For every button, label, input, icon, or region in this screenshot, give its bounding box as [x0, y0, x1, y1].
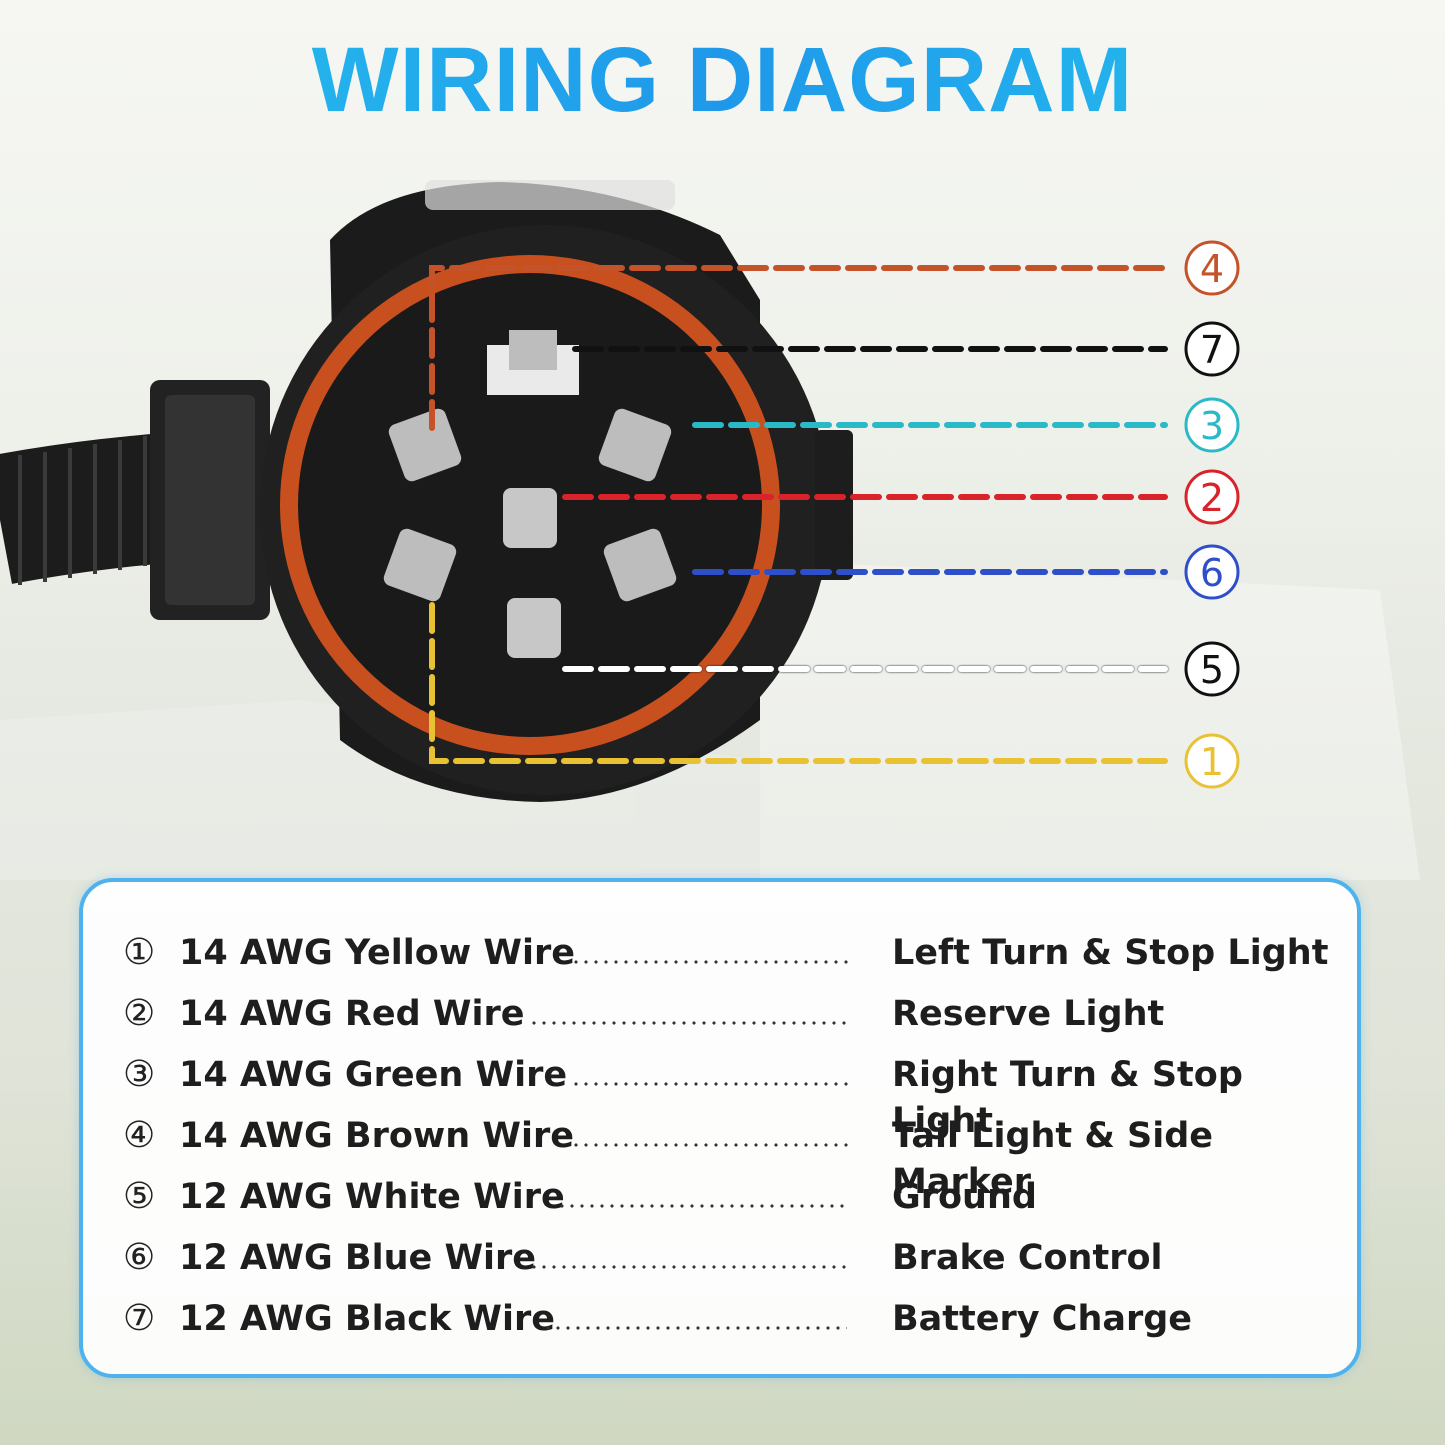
wire-spec: 14 AWG Brown Wire — [179, 1116, 574, 1156]
wire-spec: 14 AWG Green Wire — [179, 1055, 568, 1095]
pin-callout-label-1: 1 — [1200, 740, 1224, 784]
legend-row: ⑥ 12 AWG Blue Wire Brake Control — [123, 1235, 1343, 1281]
pin-callout-label-6: 6 — [1200, 551, 1224, 595]
pin-callout-label-5: 5 — [1200, 648, 1224, 692]
legend-number: ⑥ — [123, 1237, 156, 1278]
pin-callout-circle-6 — [1184, 544, 1240, 600]
legend-number: ⑤ — [123, 1176, 156, 1217]
legend-row: ⑦ 12 AWG Black Wire Battery Charge — [123, 1296, 1343, 1342]
wire-function: Right Turn & Stop Light — [892, 1055, 1243, 1141]
wire-legend-panel: ① 14 AWG Yellow Wire Left Turn & Stop Li… — [79, 878, 1361, 1378]
legend-number: ② — [123, 993, 156, 1034]
wire-function: Reserve Light — [892, 994, 1165, 1034]
wire-function: Tail Light & Side Marker — [892, 1116, 1214, 1202]
wire-spec: 14 AWG Red Wire — [179, 994, 525, 1034]
dotted-leader — [571, 1143, 851, 1147]
wire-function: Battery Charge — [892, 1299, 1193, 1339]
legend-number: ① — [123, 932, 156, 973]
dotted-leader — [529, 1021, 851, 1025]
legend-number: ⑦ — [123, 1298, 156, 1339]
page-title: WIRING DIAGRAM — [0, 28, 1445, 133]
wire-function: Left Turn & Stop Light — [892, 933, 1329, 973]
wire-spec: 12 AWG White Wire — [179, 1177, 565, 1217]
legend-number: ③ — [123, 1054, 156, 1095]
legend-row: ① 14 AWG Yellow Wire Left Turn & Stop Li… — [123, 930, 1343, 976]
leader-line-1 — [429, 602, 1168, 764]
wire-function: Ground — [892, 1177, 1037, 1217]
legend-row: ④ 14 AWG Brown Wire Tail Light & Side Ma… — [123, 1113, 1343, 1202]
wire-spec: 14 AWG Yellow Wire — [179, 933, 575, 973]
pin-callout-circle-7 — [1184, 321, 1240, 377]
pin-callout-label-4: 4 — [1200, 247, 1224, 291]
pin-callout-label-2: 2 — [1200, 476, 1224, 520]
pin-callouts: 4 7 3 2 6 5 1 — [1184, 240, 1240, 789]
dotted-leader — [557, 1204, 847, 1208]
wire-function: Brake Control — [892, 1238, 1163, 1278]
pin-callout-circle-5 — [1184, 641, 1240, 697]
dotted-leader — [571, 1082, 851, 1086]
wire-spec: 12 AWG Blue Wire — [179, 1238, 537, 1278]
connector-diagram: 4 7 3 2 6 5 1 — [0, 180, 1240, 802]
legend-row: ③ 14 AWG Green Wire Right Turn & Stop Li… — [123, 1052, 1343, 1141]
pin-callout-circle-1 — [1184, 733, 1240, 789]
leader-line-4 — [429, 265, 1168, 431]
dotted-leader — [571, 960, 851, 964]
wire-spec: 12 AWG Black Wire — [179, 1299, 556, 1339]
pin-callout-label-7: 7 — [1200, 328, 1224, 372]
plug-pins — [383, 330, 677, 658]
pin-callout-circle-4 — [1184, 240, 1240, 296]
pin-callout-label-3: 3 — [1200, 404, 1224, 448]
legend-row: ⑤ 12 AWG White Wire Ground — [123, 1174, 1343, 1220]
dotted-leader — [543, 1326, 847, 1330]
pin-callout-circle-3 — [1184, 397, 1240, 453]
legend-row: ② 14 AWG Red Wire Reserve Light — [123, 991, 1343, 1037]
legend-number: ④ — [123, 1115, 156, 1156]
pin-callout-circle-2 — [1184, 469, 1240, 525]
dotted-leader — [529, 1265, 851, 1269]
